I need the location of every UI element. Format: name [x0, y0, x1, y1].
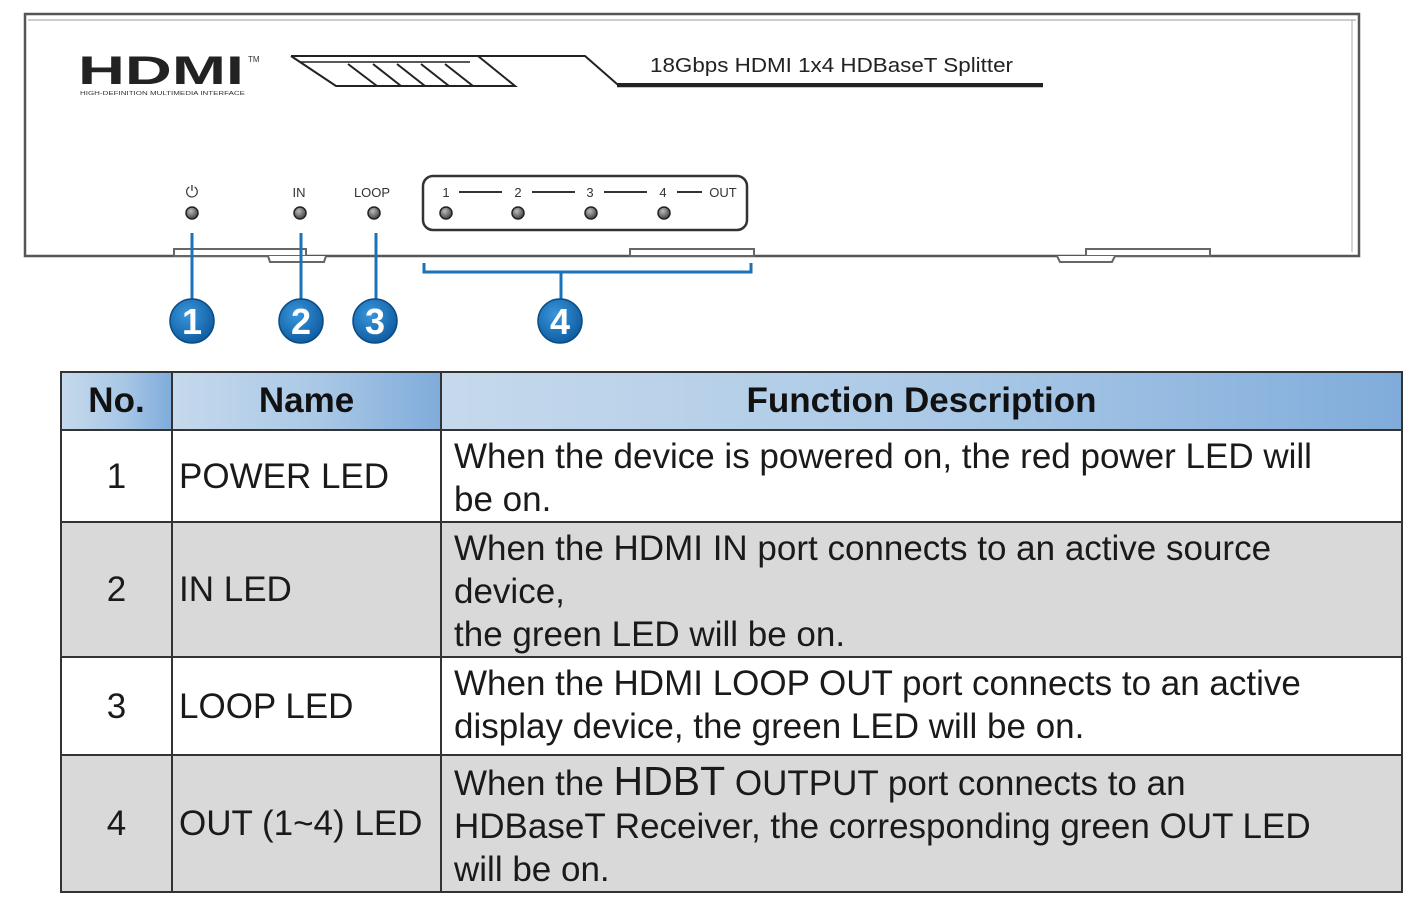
row-no: 2	[60, 521, 173, 658]
svg-text:4: 4	[550, 301, 570, 342]
svg-text:2: 2	[291, 301, 311, 342]
svg-text:HIGH-DEFINITION MULTIMEDIA INT: HIGH-DEFINITION MULTIMEDIA INTERFACE	[80, 91, 246, 97]
callout-leaders	[190, 233, 753, 300]
callout-1: 1	[169, 298, 215, 344]
loop-led	[367, 206, 381, 220]
callout-3: 3	[352, 298, 398, 344]
led-function-table: No. Name Function Description 1 POWER LE…	[60, 371, 1403, 893]
svg-text:3: 3	[586, 185, 593, 200]
out-led-4	[657, 206, 671, 220]
device-feet	[173, 248, 1211, 263]
row-name: OUT (1~4) LED	[171, 754, 442, 893]
row-description: When the HDBT OUTPUT port connects to an…	[440, 754, 1403, 893]
in-led	[293, 206, 307, 220]
led-indicators	[185, 206, 671, 220]
out-led-group: 1 2 3 4 OUT	[421, 174, 749, 232]
callout-2: 2	[278, 298, 324, 344]
header-description: Function Description	[440, 371, 1403, 431]
out-led-2	[511, 206, 525, 220]
row-no: 3	[60, 656, 173, 756]
hdmi-logo: HDMI TM HIGH-DEFINITION MULTIMEDIA INTER…	[78, 49, 260, 97]
model-banner	[290, 55, 1043, 88]
model-title: 18Gbps HDMI 1x4 HDBaseT Splitter	[650, 55, 1013, 77]
svg-text:4: 4	[659, 185, 666, 200]
out-led-1	[439, 206, 453, 220]
row-name: POWER LED	[171, 429, 442, 523]
device-front-panel-diagram: HDMI TM HIGH-DEFINITION MULTIMEDIA INTER…	[23, 12, 1361, 344]
row-no: 1	[60, 429, 173, 523]
out-led-3	[584, 206, 598, 220]
table-row: 4 OUT (1~4) LED When the HDBT OUTPUT por…	[60, 754, 1403, 893]
row-name: IN LED	[171, 521, 442, 658]
power-led	[185, 206, 199, 220]
power-led-symbol: ⏻	[186, 184, 199, 201]
loop-led-label: LOOP	[354, 185, 390, 200]
header-no: No.	[60, 371, 173, 431]
table-row: 3 LOOP LED When the HDMI LOOP OUT port c…	[60, 656, 1403, 756]
row-name: LOOP LED	[171, 656, 442, 756]
row-description: When the device is powered on, the red p…	[440, 429, 1403, 523]
row-description: When the HDMI IN port connects to an act…	[440, 521, 1403, 658]
svg-text:2: 2	[514, 185, 521, 200]
svg-text:1: 1	[182, 301, 202, 342]
row-no: 4	[60, 754, 173, 893]
callout-4: 4	[537, 298, 583, 344]
table-row: 1 POWER LED When the device is powered o…	[60, 429, 1403, 523]
row-description: When the HDMI LOOP OUT port connects to …	[440, 656, 1403, 756]
svg-text:TM: TM	[248, 55, 260, 64]
svg-text:OUT: OUT	[709, 185, 737, 200]
svg-text:1: 1	[442, 185, 449, 200]
header-name: Name	[171, 371, 442, 431]
svg-text:HDMI: HDMI	[78, 49, 244, 93]
svg-text:3: 3	[365, 301, 385, 342]
device-chassis	[23, 12, 1361, 258]
table-header-row: No. Name Function Description	[60, 371, 1403, 431]
in-led-label: IN	[293, 185, 306, 200]
table-row: 2 IN LED When the HDMI IN port connects …	[60, 521, 1403, 658]
